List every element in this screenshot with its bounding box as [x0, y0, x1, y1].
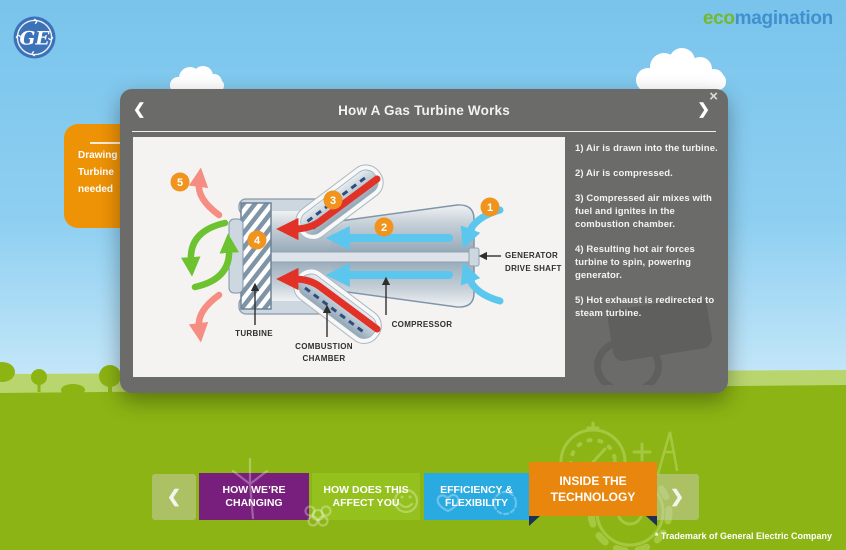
shaft-tip [468, 247, 480, 267]
header-divider [132, 131, 716, 132]
generator-label-line1: GENERATOR [505, 251, 558, 260]
combustion-label-line1: COMBUSTION [295, 342, 353, 351]
sketch-doodle-icon [656, 431, 679, 476]
step-badges: 1 2 3 4 5 [170, 172, 500, 250]
tab-label-line: AFFECT YOU [332, 496, 400, 509]
hot-gas-arrow [276, 175, 381, 241]
exhaust-arrow [188, 167, 223, 219]
nav-prev-button[interactable]: ❮ [152, 474, 196, 520]
card-line: needed [78, 184, 114, 195]
trademark-note: * Trademark of General Electric Company [654, 531, 832, 541]
step-text: 2) Air is compressed. [575, 168, 673, 179]
badge-1: 1 [487, 202, 493, 214]
tab-how-does-this-affect-you[interactable]: HOW DOES THIS AFFECT YOU [312, 473, 420, 520]
drive-shaft [270, 251, 472, 263]
diagram-panel: TURBINE COMBUSTION CHAMBER COMPRESSOR GE… [133, 137, 565, 377]
turbine-section [240, 202, 272, 310]
rotation-arrow [181, 219, 229, 277]
gas-turbine-diagram: TURBINE COMBUSTION CHAMBER COMPRESSOR GE… [170, 164, 562, 363]
tab-efficiency-flexibility[interactable]: EFFICIENCY & FLEXIBILITY [424, 473, 529, 520]
modal-header: How A Gas Turbine Works ❮ ❯ × [120, 88, 728, 131]
tab-label-line: CHANGING [225, 496, 283, 509]
step-text: 3) Compressed air mixes with fuel and ig… [575, 193, 712, 230]
ribbon-notch [646, 516, 657, 526]
hot-gas-arrow [276, 267, 381, 333]
badge-5: 5 [177, 177, 183, 189]
cloud-left [170, 66, 224, 98]
chevron-left-icon: ❮ [166, 487, 182, 506]
badge-2: 2 [381, 222, 387, 234]
close-icon[interactable]: × [709, 88, 718, 105]
badge-3: 3 [330, 195, 336, 207]
modal-prev-button[interactable]: ❮ [133, 101, 146, 118]
tab-how-were-changing[interactable]: HOW WE’RE CHANGING [199, 473, 309, 520]
air-intake-arrow [460, 262, 504, 305]
faint-machinery-art [592, 275, 722, 385]
rotation-arrow [191, 233, 239, 291]
eco-text: eco [702, 8, 735, 29]
tab-label-line: TECHNOLOGY [550, 490, 636, 504]
gas-turbine-modal: How A Gas Turbine Works ❮ ❯ × [120, 88, 728, 393]
tab-label-line: HOW DOES THIS [323, 483, 409, 496]
tab-inside-the-technology[interactable]: INSIDE THE TECHNOLOGY [529, 462, 657, 526]
label-pointers [250, 251, 501, 337]
step-text: 5) Hot exhaust is redirected to steam tu… [575, 295, 715, 319]
ribbon-notch [529, 516, 540, 526]
combustion-label-line2: CHAMBER [303, 354, 346, 363]
nav-next-button[interactable]: ❯ [655, 474, 699, 520]
tab-label-line: FLEXIBILITY [445, 496, 508, 509]
ge-logo: GE [13, 16, 56, 59]
modal-next-button[interactable]: ❯ [697, 101, 710, 118]
tab-label-line: EFFICIENCY & [440, 483, 513, 496]
tab-label-line: INSIDE THE [559, 474, 627, 488]
modal-title: How A Gas Turbine Works [338, 103, 510, 118]
flow-arrows [181, 167, 504, 343]
ecomagination-wordmark: ecomagination [703, 8, 833, 30]
turbine-label: TURBINE [235, 329, 273, 338]
generator-label-line2: DRIVE SHAFT [505, 264, 562, 273]
chevron-right-icon: ❯ [669, 487, 685, 506]
plus-doodle-icon [632, 442, 652, 462]
step-text: 4) Resulting hot air forces turbine to s… [575, 244, 695, 281]
exhaust-arrow [188, 291, 223, 343]
badge-4: 4 [254, 235, 261, 247]
ge-monogram-text: GE [20, 28, 51, 49]
cloud-right [636, 48, 726, 97]
compressor-label: COMPRESSOR [392, 320, 453, 329]
magination-text: magination [734, 8, 834, 29]
card-line: Drawing [78, 150, 118, 161]
step-text: 1) Air is drawn into the turbine. [575, 143, 718, 154]
card-line: Turbine [78, 167, 114, 178]
tab-label-line: HOW WE’RE [222, 483, 286, 496]
step-descriptions: 1) Air is drawn into the turbine. 2) Air… [575, 142, 722, 332]
